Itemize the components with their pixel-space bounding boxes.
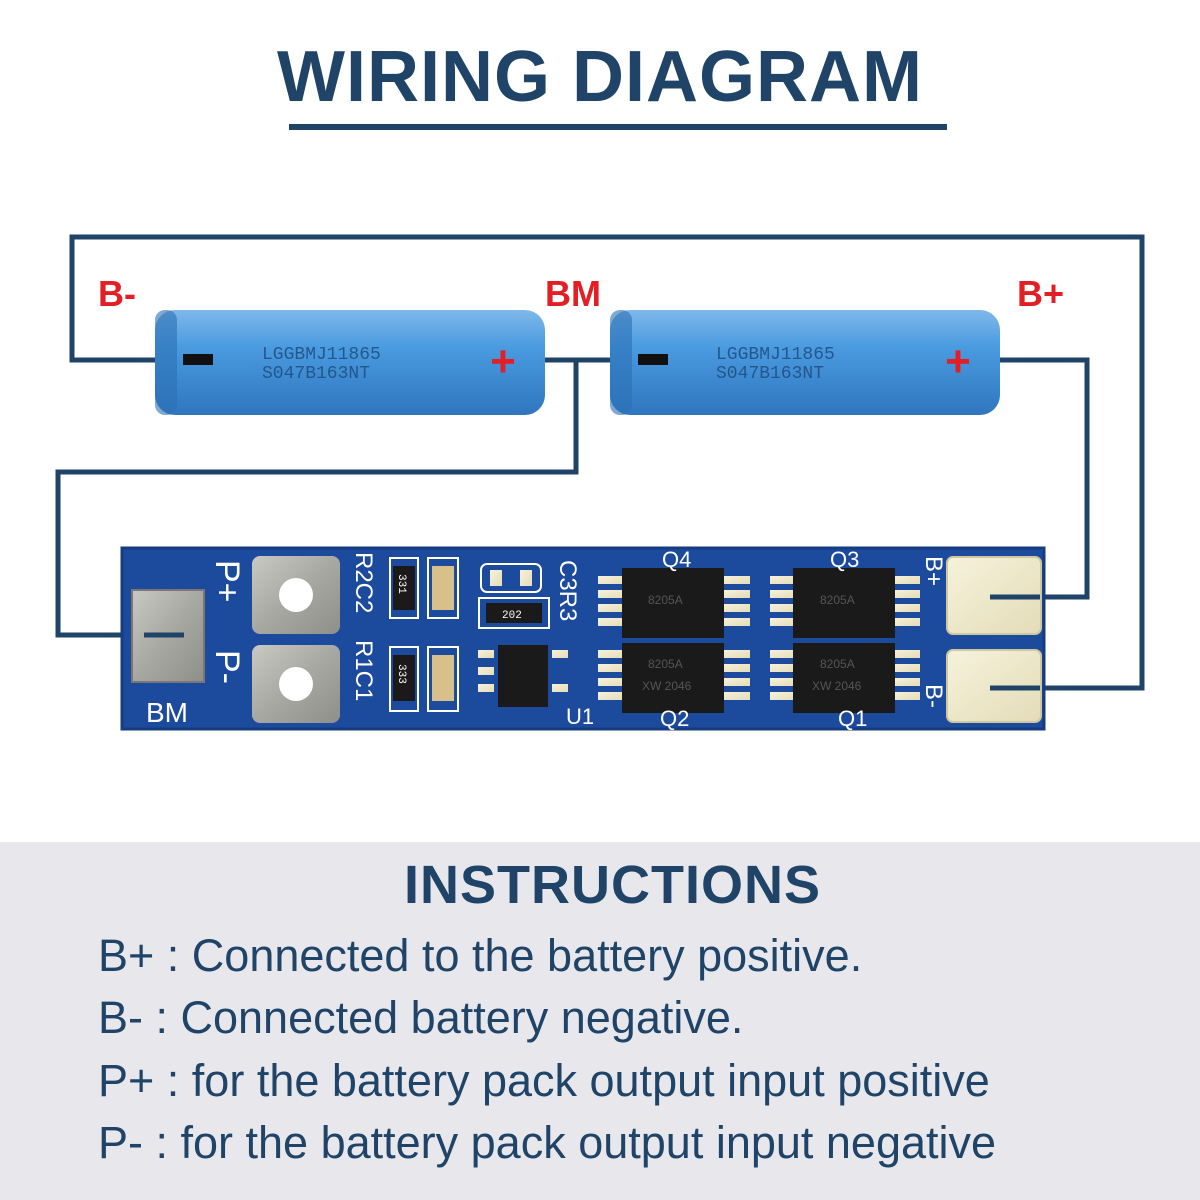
svg-text:8205A: 8205A (820, 593, 855, 607)
wiring-diagram: B- BM B+ LGGBMJ11865 S047B163NT + LGGBMJ… (55, 234, 1145, 731)
board-label-q1: Q1 (838, 706, 867, 731)
u1-chip (478, 645, 568, 707)
instruction-b-minus: B- : Connected battery negative. (98, 992, 744, 1043)
label-bm: BM (545, 273, 601, 314)
board-label-b-plus: B+ (920, 556, 947, 586)
label-b-minus: B- (98, 273, 136, 314)
board-label-p-minus: P- (208, 650, 246, 684)
wire-b-minus-to-b-minus-pad (1000, 234, 1145, 691)
resistor-331: 331 (395, 574, 407, 594)
board-label-bm: BM (146, 697, 188, 728)
battery-2-code-1: LGGBMJ11865 (716, 345, 835, 365)
page-title: WIRING DIAGRAM (277, 37, 923, 117)
wire-bm-to-bm-pad (55, 357, 612, 638)
instructions-panel (0, 842, 1200, 1200)
board-label-q4: Q4 (662, 547, 691, 572)
mosfet-q4: 8205A (598, 568, 750, 638)
svg-text:8205A: 8205A (648, 657, 683, 671)
wire-top-left (69, 234, 1000, 363)
label-b-plus: B+ (1017, 273, 1064, 314)
instructions-title: INSTRUCTIONS (404, 855, 821, 915)
wires (55, 234, 1145, 691)
board-label-q3: Q3 (830, 547, 859, 572)
board-label-p-plus: P+ (208, 560, 246, 603)
battery-1-plus: + (490, 337, 516, 386)
mosfet-q2: 8205A XW 2046 (598, 643, 750, 713)
mosfet-q3: 8205A (770, 568, 920, 638)
resistor-202: 202 (502, 610, 522, 622)
svg-text:XW 2046: XW 2046 (812, 679, 862, 693)
mosfet-q1: 8205A XW 2046 (770, 643, 920, 713)
board-label-q2: Q2 (660, 706, 689, 731)
resistor-333: 333 (395, 664, 407, 684)
board-label-b-minus: B- (920, 684, 947, 708)
svg-text:8205A: 8205A (648, 593, 683, 607)
protection-board: BM P+ P- R2C2 R1C1 331 333 202 C3R3 (120, 546, 1046, 731)
instruction-p-minus: P- : for the battery pack output input n… (98, 1117, 997, 1168)
battery-cell-1: LGGBMJ11865 S047B163NT + (155, 310, 545, 415)
board-label-r2c2: R2C2 (350, 552, 377, 613)
board-label-u1: U1 (566, 704, 594, 729)
battery-1-code-1: LGGBMJ11865 (262, 345, 381, 365)
board-label-r1c1: R1C1 (350, 640, 377, 701)
battery-cell-2: LGGBMJ11865 S047B163NT + (610, 310, 1000, 415)
svg-text:8205A: 8205A (820, 657, 855, 671)
battery-1-code-2: S047B163NT (262, 364, 370, 384)
svg-text:XW 2046: XW 2046 (642, 679, 692, 693)
battery-2-plus: + (945, 337, 971, 386)
instruction-p-plus: P+ : for the battery pack output input p… (98, 1055, 990, 1106)
instruction-b-plus: B+ : Connected to the battery positive. (98, 930, 863, 981)
battery-2-code-2: S047B163NT (716, 364, 824, 384)
title-underline (289, 124, 947, 130)
board-label-c3r3: C3R3 (554, 560, 581, 621)
